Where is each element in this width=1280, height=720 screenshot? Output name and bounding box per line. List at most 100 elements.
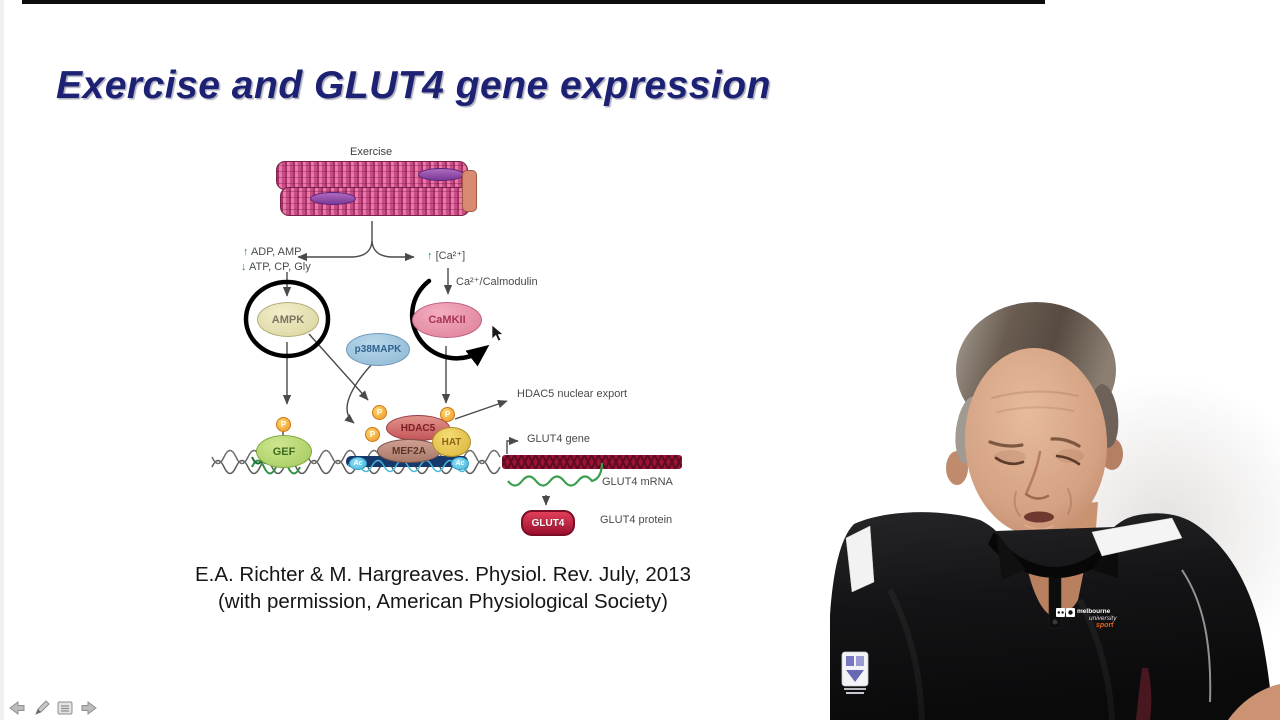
node-gef: GEF: [256, 435, 312, 468]
logo-glyph: [1056, 608, 1065, 617]
atp-cp-gly-label: ↓ ATP, CP, Gly: [241, 261, 311, 274]
prev-slide-button[interactable]: [7, 699, 27, 717]
node-camkii: CaMKII: [412, 302, 482, 338]
collar: [988, 532, 1122, 578]
left-ear: [946, 451, 968, 485]
citation-line1: E.A. Richter & M. Hargreaves. Physiol. R…: [195, 563, 691, 586]
muscle-fiber-bottom: [280, 187, 470, 216]
up-arrow-icon: ↑: [427, 250, 433, 262]
hdac5-text: HDAC5: [400, 422, 436, 434]
phospho-mark: P: [440, 407, 455, 422]
presenter-head: [946, 302, 1123, 592]
arrow-right-icon: [81, 701, 97, 715]
pen-tool-button[interactable]: [31, 699, 51, 717]
background-shadow: [1010, 375, 1280, 675]
mouth: [1024, 511, 1054, 523]
collar-flap-right: [1092, 530, 1118, 578]
glut4-badge-text: GLUT4: [531, 517, 565, 529]
mrna-squiggle: [507, 462, 604, 487]
node-hat: HAT: [432, 427, 471, 457]
phospho-mark: P: [276, 417, 291, 432]
exercise-branch-arrows: [282, 221, 453, 297]
slide-title: Exercise and GLUT4 gene expression: [56, 64, 771, 107]
shirt-button: [1052, 619, 1058, 625]
sleeve-piping: [1181, 569, 1212, 703]
calcium-label: ↑ [Ca²⁺]: [427, 250, 465, 263]
polo-shirt: [830, 512, 1273, 720]
down-arrow-icon: ↓: [241, 261, 247, 273]
chest-skin: [1026, 560, 1086, 617]
presenter-torso: [830, 512, 1273, 720]
muscle-nucleus: [418, 168, 464, 181]
hat-text: HAT: [441, 436, 462, 448]
neck: [1010, 502, 1098, 592]
pen-icon: [35, 700, 50, 715]
hdac5-export-label: HDAC5 nuclear export: [517, 388, 628, 400]
logo-line1: melbourne: [1077, 608, 1111, 615]
phospho-text: P: [280, 420, 287, 429]
phospho-text: P: [376, 408, 383, 417]
logo-line3: sport: [1096, 622, 1114, 629]
muscle-fiber-illustration: [276, 161, 477, 219]
maroon-trim: [1136, 668, 1152, 720]
camkii-text: CaMKII: [428, 314, 466, 326]
exercise-label: Exercise: [350, 146, 393, 158]
nose: [1025, 450, 1042, 494]
sleeve-crest: [841, 651, 869, 694]
adp-amp-label: ↑ ADP, AMP: [243, 246, 302, 259]
ampk-text: AMPK: [271, 313, 305, 326]
logo-line2: university: [1089, 615, 1117, 622]
citation-line2: (with permission, American Physiological…: [217, 590, 669, 613]
glut4-gene-bar: [502, 455, 682, 469]
glut4-protein-label: GLUT4 protein: [600, 514, 673, 526]
top-border-bar: [22, 0, 1045, 4]
right-ear: [1101, 438, 1123, 470]
hair-left-side: [955, 396, 985, 464]
gef-text: GEF: [272, 445, 296, 458]
hair-right-side: [1091, 384, 1119, 448]
node-ampk: AMPK: [257, 302, 319, 337]
mouse-cursor: [491, 324, 504, 342]
node-p38mapk: p38MAPK: [346, 333, 410, 366]
node-mef2a: MEF2A: [377, 439, 441, 463]
left-eye: [994, 456, 1025, 466]
acetyl-text: Ac: [353, 460, 363, 467]
left-eyebrow: [988, 440, 1024, 448]
calmodulin-label: Ca²⁺/Calmodulin: [456, 276, 538, 288]
face: [964, 348, 1108, 536]
notes-icon: [57, 701, 73, 715]
glut4-mrna-label: GLUT4 mRNA: [602, 476, 673, 488]
right-eyebrow: [1050, 437, 1081, 448]
shirt-logo: melbourne university sport: [1056, 608, 1117, 629]
mef2a-text: MEF2A: [392, 445, 426, 457]
notes-button[interactable]: [55, 699, 75, 717]
glut4-gene-label: GLUT4 gene: [527, 433, 590, 445]
phospho-mark: P: [372, 405, 387, 420]
up-arrow-icon: ↑: [243, 246, 249, 258]
calcium-text: [Ca²⁺]: [435, 250, 466, 262]
acetyl-text: Ac: [455, 460, 465, 467]
glut4-protein-badge: GLUT4: [521, 510, 575, 536]
annotation-toolbar: [7, 699, 99, 717]
placket: [1048, 575, 1062, 629]
presenter-photo: melbourne university sport: [830, 302, 1280, 720]
right-eye: [1055, 454, 1081, 466]
shoulder-stripe-right: [1091, 517, 1183, 557]
p38mapk-text: p38MAPK: [354, 344, 402, 355]
facial-features: [988, 390, 1084, 539]
left-border-bar: [0, 0, 4, 720]
chin-shadow: [1012, 527, 1092, 557]
next-slide-button[interactable]: [79, 699, 99, 717]
arrow-left-icon: [9, 701, 25, 715]
phospho-mark: P: [365, 427, 380, 442]
shoulder-stripe-left: [845, 525, 875, 593]
collar-flap-left: [996, 532, 1026, 580]
citation: E.A. Richter & M. Hargreaves. Physiol. R…: [140, 561, 746, 615]
muscle-fiber-endcap: [462, 170, 477, 212]
muscle-nucleus: [310, 192, 356, 205]
forearm: [1228, 684, 1280, 720]
acetyl-mark: Ac: [349, 457, 367, 470]
adp-amp-text: ADP, AMP: [250, 246, 302, 258]
phospho-text: P: [369, 430, 376, 439]
